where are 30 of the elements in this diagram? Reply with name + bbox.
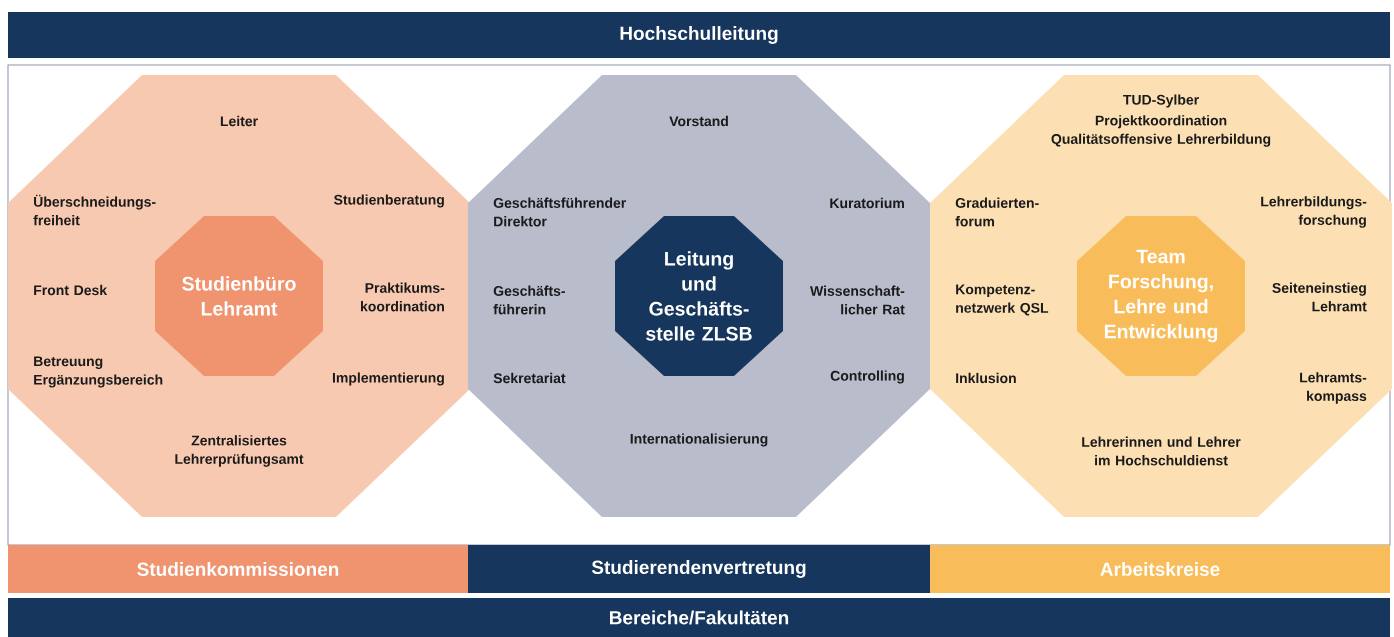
unit-label: Vorstand bbox=[669, 115, 728, 127]
unit-label: TUD-Sylber bbox=[1123, 94, 1199, 108]
octagon: Leitung und Geschäfts- stelle ZLSB bbox=[615, 216, 783, 376]
unit-label: Geschäfts- führerin bbox=[493, 285, 565, 315]
unit-label: Leiter bbox=[220, 115, 258, 127]
unit-label: Lehramts- kompass bbox=[1300, 372, 1367, 404]
unit-label: Inklusion bbox=[956, 372, 1016, 384]
unit-label: Wissenschaft- licher Rat bbox=[810, 285, 905, 315]
octagon: Team Forschung, Lehre und Entwicklung bbox=[1077, 216, 1245, 376]
unit-label: Lehrerinnen und Lehrer im Hochschuldienst bbox=[1082, 436, 1241, 466]
banner-bar: Studierendenvertretung bbox=[468, 545, 930, 593]
unit-label: Überschneidungs- freiheit bbox=[33, 194, 156, 226]
unit-label: Seiteneinstieg Lehramt bbox=[1272, 282, 1367, 312]
banner-bar: Arbeitskreise bbox=[930, 545, 1390, 593]
unit-label: Zentralisiertes Lehrerprüfungsamt bbox=[175, 435, 304, 467]
unit-label: Implementierung bbox=[332, 372, 444, 386]
unit-label: Graduierten- forum bbox=[955, 197, 1039, 227]
unit-label: Internationalisierung bbox=[630, 433, 768, 447]
unit-label: Controlling bbox=[830, 370, 904, 384]
unit-label: Kuratorium bbox=[830, 197, 904, 209]
banner-bar: Bereiche/Fakultäten bbox=[8, 598, 1390, 637]
unit-label: Kompetenz- netzwerk QSL bbox=[956, 284, 1049, 316]
banner-bar: Studienkommissionen bbox=[8, 545, 468, 593]
unit-label: Projektkoordination Qualitätsoffensive Lehrerbildung bbox=[1051, 115, 1271, 147]
unit-label: Sekretariat bbox=[493, 372, 566, 384]
unit-label: Studienberatung bbox=[334, 194, 444, 208]
unit-label: Lehrerbildungs- forschung bbox=[1261, 196, 1367, 228]
unit-label: Praktikums- koordination bbox=[361, 282, 445, 312]
banner-bar: Hochschulleitung bbox=[8, 12, 1390, 58]
unit-label: Front Desk bbox=[34, 284, 108, 296]
